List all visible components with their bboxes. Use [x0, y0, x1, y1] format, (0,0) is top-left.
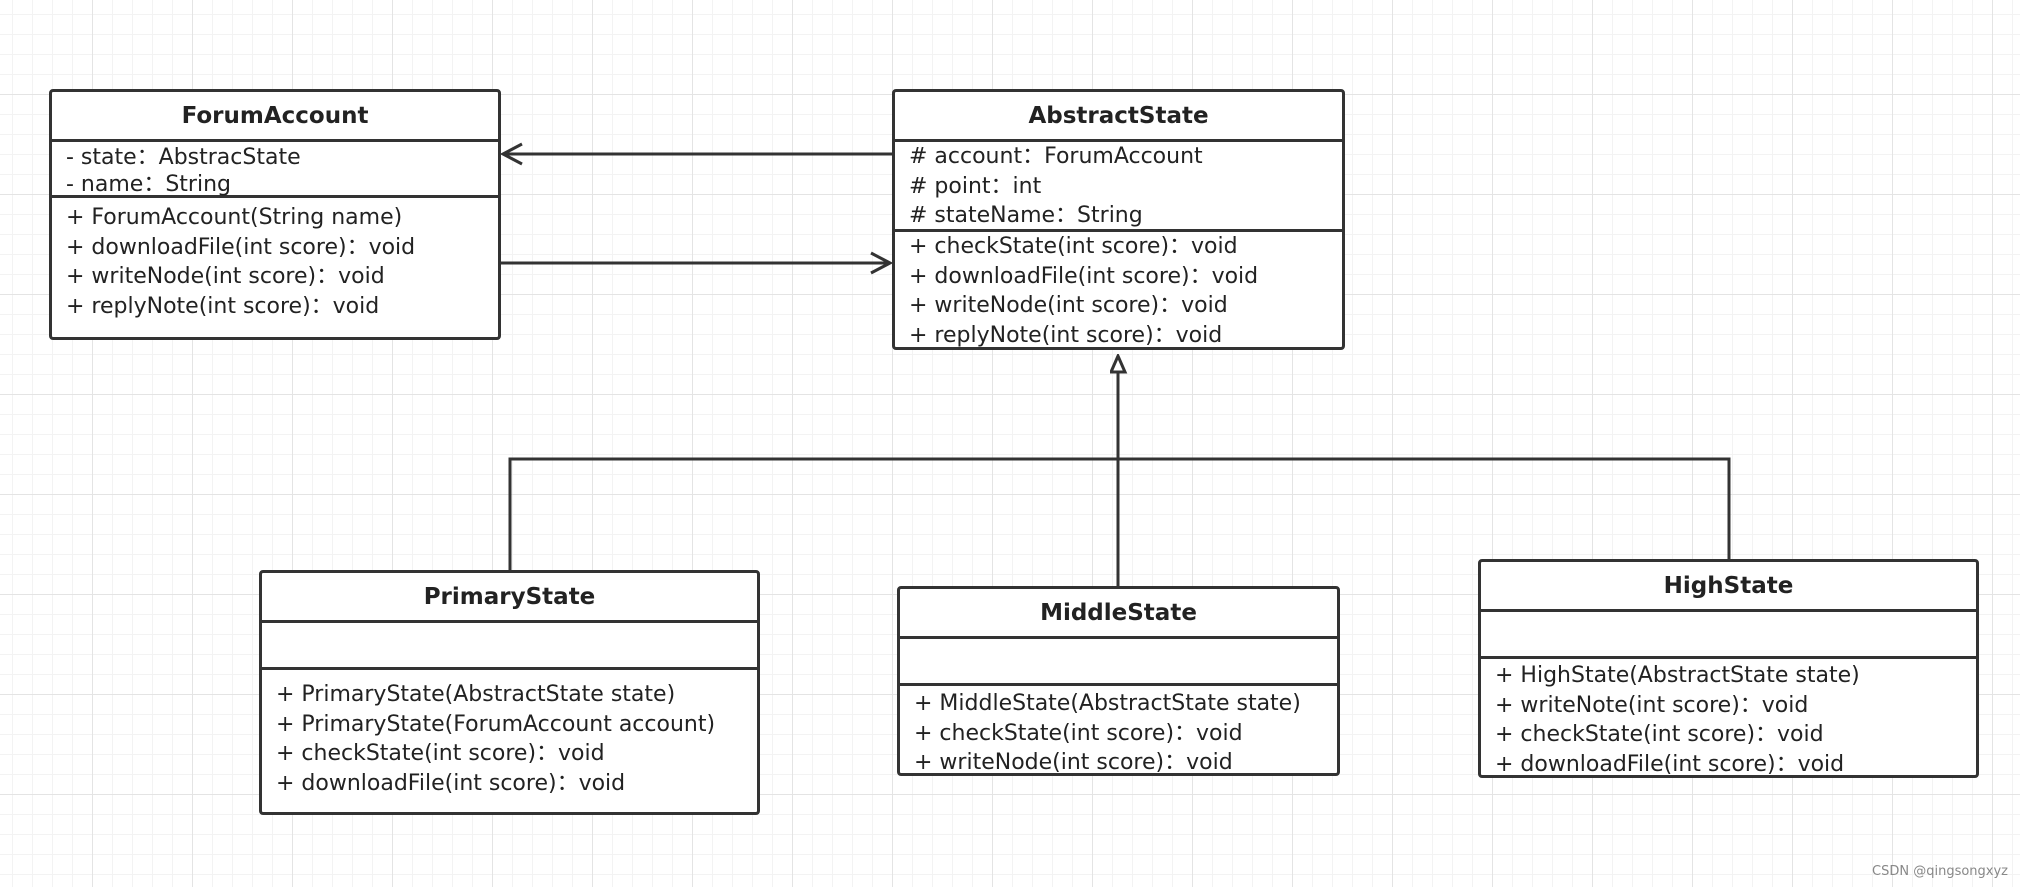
method: + replyNote(int score)：void	[909, 322, 1223, 348]
method: + writeNode(int score)：void	[909, 293, 1228, 318]
class-title: ForumAccount	[52, 92, 498, 142]
attributes-section	[262, 623, 757, 670]
method: + replyNote(int score)：void	[66, 293, 380, 319]
attributes-section	[1481, 612, 1976, 659]
method: + MiddleState(AbstractState state)	[914, 691, 1301, 716]
method: + HighState(AbstractState state)	[1495, 663, 1860, 688]
class-primarystate[interactable]: PrimaryState + PrimaryState(AbstractStat…	[259, 570, 760, 815]
method: + checkState(int score)：void	[1495, 722, 1824, 747]
attributes-section: - state：AbstracState - name：String	[52, 142, 498, 198]
method: + downloadFile(int score)：void	[1495, 751, 1845, 777]
methods-section: + ForumAccount(String name) + downloadFi…	[52, 198, 498, 321]
method: + downloadFile(int score)：void	[909, 263, 1259, 289]
methods-section: + MiddleState(AbstractState state) + che…	[900, 686, 1337, 778]
attributes-section: # account：ForumAccount # point：int # sta…	[895, 142, 1342, 232]
method: + downloadFile(int score)：void	[276, 770, 626, 796]
generalization-highstate	[1118, 457, 1731, 561]
class-highstate[interactable]: HighState + HighState(AbstractState stat…	[1478, 559, 1979, 778]
class-abstractstate[interactable]: AbstractState # account：ForumAccount # p…	[892, 89, 1345, 350]
class-title: AbstractState	[895, 92, 1342, 142]
methods-section: + HighState(AbstractState state) + write…	[1481, 659, 1976, 779]
class-title: HighState	[1481, 562, 1976, 612]
class-forumaccount[interactable]: ForumAccount - state：AbstracState - name…	[49, 89, 501, 340]
attributes-section	[900, 639, 1337, 686]
watermark: CSDN @qingsongxyz	[1872, 864, 2008, 879]
class-middlestate[interactable]: MiddleState + MiddleState(AbstractState …	[897, 586, 1340, 776]
method: + downloadFile(int score)：void	[66, 234, 416, 260]
attribute: # stateName：String	[909, 203, 1143, 228]
attribute: # point：int	[909, 173, 1042, 199]
method: + checkState(int score)：void	[909, 234, 1238, 259]
method: + writeNote(int score)：void	[1495, 692, 1809, 718]
methods-section: + checkState(int score)：void + downloadF…	[895, 232, 1342, 350]
method: + writeNode(int score)：void	[66, 264, 385, 289]
attribute: # account：ForumAccount	[909, 144, 1203, 169]
method: + ForumAccount(String name)	[66, 205, 403, 230]
method: + PrimaryState(AbstractState state)	[276, 682, 676, 707]
generalization-primarystate	[508, 457, 1118, 571]
methods-section: + PrimaryState(AbstractState state) + Pr…	[262, 670, 757, 798]
class-title: MiddleState	[900, 589, 1337, 639]
class-title: PrimaryState	[262, 573, 757, 623]
method: + PrimaryState(ForumAccount account)	[276, 711, 716, 737]
method: + checkState(int score)：void	[276, 741, 605, 766]
attribute: - state：AbstracState	[66, 145, 301, 170]
method: + checkState(int score)：void	[914, 720, 1243, 746]
method: + writeNode(int score)：void	[914, 750, 1233, 775]
attribute: - name：String	[66, 172, 231, 197]
